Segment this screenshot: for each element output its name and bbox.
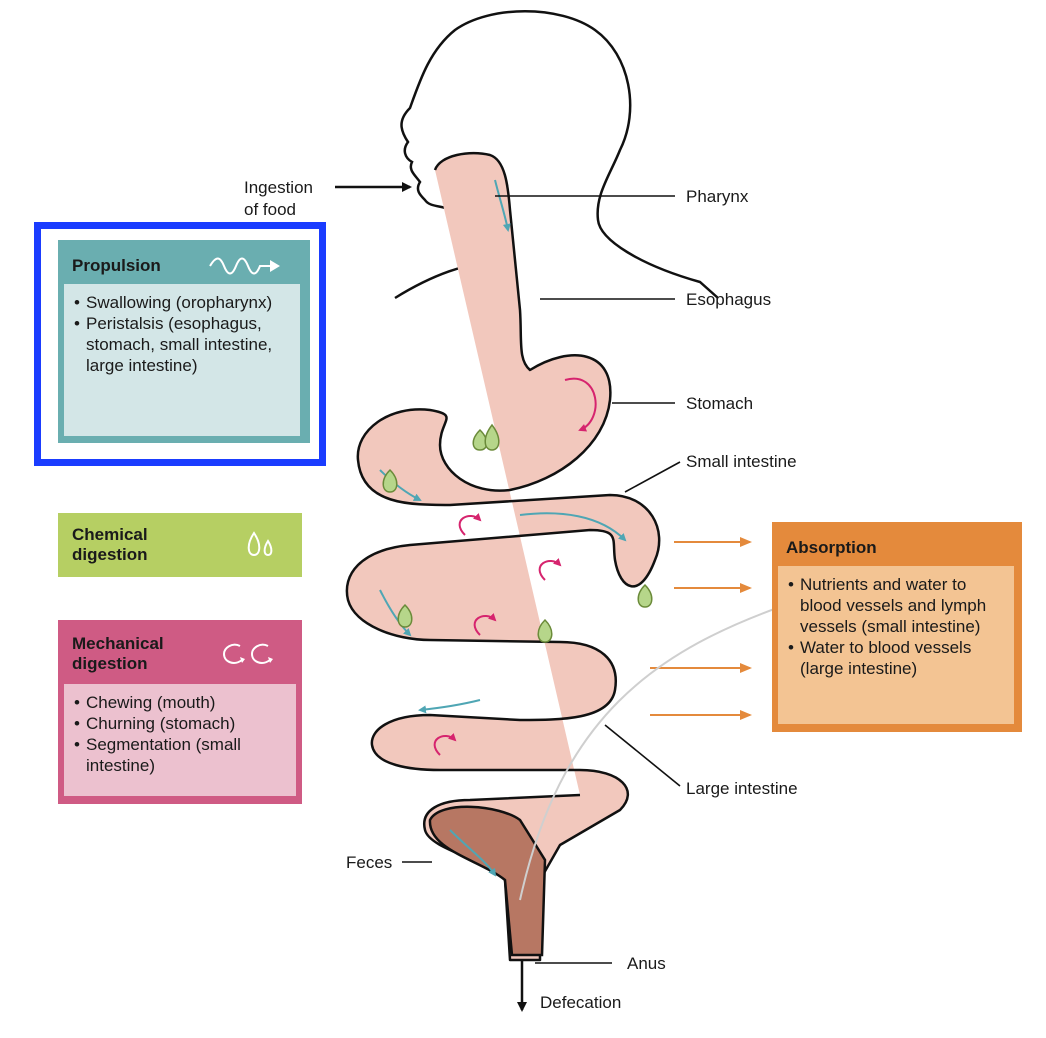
peristalsis-arrow — [379, 469, 422, 501]
small-intestine-label: Small intestine — [686, 452, 797, 471]
tract-outline — [345, 151, 661, 962]
churning-arrow — [564, 377, 597, 432]
list-item: Peristalsis (esophagus, stomach, small i… — [74, 313, 290, 376]
list-item: Churning (stomach) — [74, 713, 286, 734]
feces-label: Feces — [346, 853, 392, 872]
wave-arrow-icon — [209, 257, 280, 275]
absorption-arrows — [650, 537, 752, 720]
stomach-label: Stomach — [686, 394, 753, 413]
list-item: Nutrients and water to blood vessels and… — [788, 574, 1004, 637]
propulsion-title: Propulsion — [72, 256, 161, 275]
large-intestine-label: Large intestine — [686, 779, 798, 798]
peristalsis-arrow — [418, 699, 481, 714]
peristalsis-arrow — [519, 512, 627, 542]
mechanical-digestion-box: Mechanical digestion Chewing (mouth) Chu… — [58, 620, 302, 804]
propulsion-content: Swallowing (oropharynx) Peristalsis (eso… — [64, 284, 300, 436]
pharynx-label: Pharynx — [686, 187, 749, 206]
peristalsis-arrow — [449, 829, 497, 877]
churning-arrow — [458, 512, 482, 536]
digestive-tract — [345, 151, 661, 962]
list-item: Water to blood vessels (large intestine) — [788, 637, 1004, 679]
peristalsis-arrow — [494, 179, 511, 232]
mechanical-content: Chewing (mouth) Churning (stomach) Segme… — [64, 684, 296, 796]
propulsion-list: Swallowing (oropharynx) Peristalsis (eso… — [74, 292, 290, 376]
ingestion-label-line1: Ingestion — [244, 178, 313, 197]
absorption-content: Nutrients and water to blood vessels and… — [778, 566, 1014, 724]
leader-lines — [402, 195, 681, 964]
anus-label: Anus — [627, 954, 666, 973]
propulsion-box: Propulsion Swallowing (oropharynx) Peris… — [58, 240, 310, 443]
absorption-box: Absorption Nutrients and water to blood … — [772, 522, 1022, 732]
esophagus-label: Esophagus — [686, 290, 771, 309]
chemical-title: Chemical digestion — [72, 525, 148, 564]
mechanical-title: Mechanical digestion — [72, 634, 164, 673]
defecation-label: Defecation — [540, 993, 621, 1012]
churning-arrow — [473, 612, 497, 636]
rectum-fill — [428, 805, 547, 957]
churning-arrow — [433, 732, 457, 756]
enzyme-droplets — [382, 423, 653, 643]
churn-arrows-icon — [222, 643, 273, 664]
peristalsis-arrow — [379, 589, 412, 637]
chemical-digestion-box: Chemical digestion — [58, 513, 302, 577]
absorption-curve — [519, 599, 801, 901]
absorption-list: Nutrients and water to blood vessels and… — [788, 574, 1004, 679]
list-item: Chewing (mouth) — [74, 692, 286, 713]
list-item: Segmentation (small intestine) — [74, 734, 286, 776]
list-item: Swallowing (oropharynx) — [74, 292, 290, 313]
churning-arrow — [538, 557, 562, 581]
mechanical-list: Chewing (mouth) Churning (stomach) Segme… — [74, 692, 286, 776]
ingestion-label-line2: of food — [244, 200, 296, 219]
head-outline — [394, 10, 719, 300]
highlight-frame — [34, 222, 326, 466]
droplets-icon — [247, 531, 273, 557]
absorption-title: Absorption — [786, 538, 877, 557]
